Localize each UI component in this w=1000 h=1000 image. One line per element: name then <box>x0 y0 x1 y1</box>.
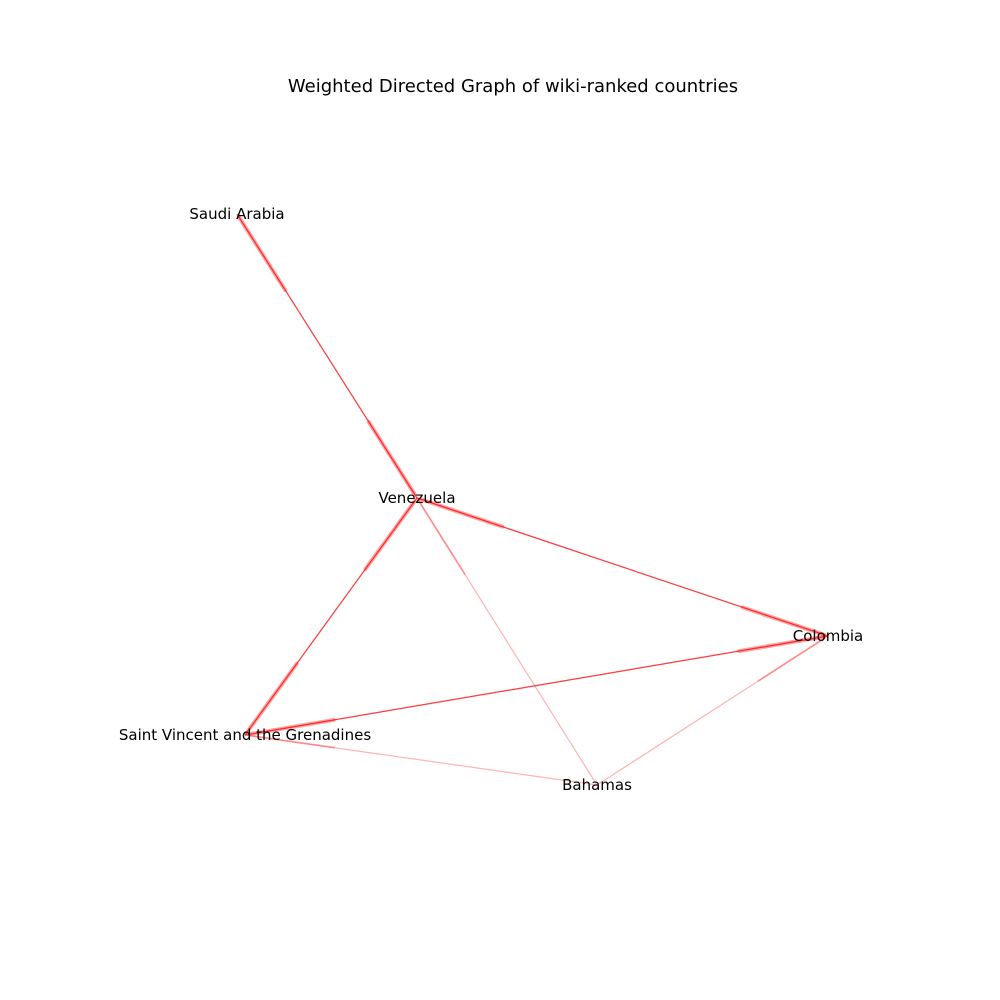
edge-colombia-to-venezuela <box>416 497 829 637</box>
edge-arrowhead <box>363 499 417 572</box>
edge-saudi-to-venezuela <box>236 213 418 499</box>
node-label-svg[interactable]: Saint Vincent and the Grenadines <box>119 726 371 744</box>
edge-arrowhead <box>737 634 827 654</box>
edge-arrowhead <box>757 637 826 682</box>
edge-arrowhead <box>418 497 505 529</box>
edge-arrowhead <box>366 419 417 497</box>
edge-arrowhead <box>418 500 466 576</box>
edge-svg-to-colombia <box>244 634 829 736</box>
edge-bahamas-to-svg <box>244 734 598 786</box>
graph-title: Weighted Directed Graph of wiki-ranked c… <box>288 76 738 97</box>
edge-arrowhead <box>247 734 336 749</box>
node-label-saudi[interactable]: Saudi Arabia <box>189 205 284 223</box>
edge-bahamas-to-venezuela <box>416 497 598 786</box>
node-label-venezuela[interactable]: Venezuela <box>378 489 455 507</box>
node-label-bahamas[interactable]: Bahamas <box>562 776 632 794</box>
edge-svg-to-venezuela <box>244 497 418 736</box>
node-label-colombia[interactable]: Colombia <box>793 627 864 645</box>
edge-bahamas-to-colombia <box>596 635 829 786</box>
edges-layer <box>236 213 829 786</box>
